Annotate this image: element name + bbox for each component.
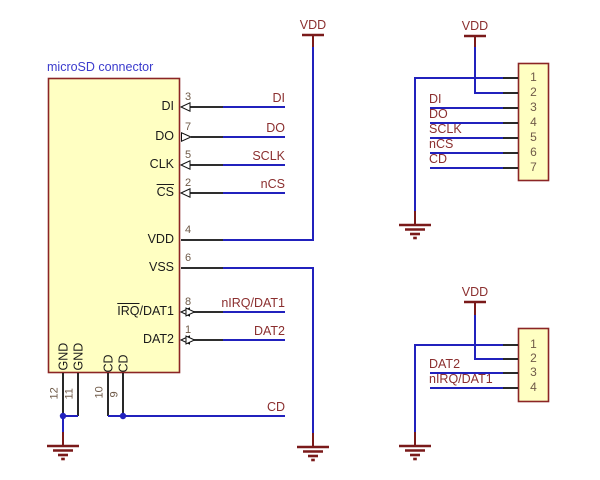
vdd-label: VDD [299, 18, 327, 32]
bidi-arrow-icon [185, 307, 196, 317]
pin-number: 5 [185, 149, 192, 161]
wire-vss-to-ground [223, 267, 314, 433]
vdd-label: VDD [461, 19, 489, 33]
pin-name-overline: CS [156, 185, 174, 199]
ground-symbol-icon [297, 433, 329, 462]
net-label-cd: CD [266, 400, 285, 414]
vdd-symbols [302, 33, 486, 315]
input-arrow-icon [179, 102, 191, 112]
input-arrow-icon [179, 188, 191, 198]
ground-symbol-icon [47, 432, 79, 461]
wire-topconn-pin1-ground [414, 77, 503, 211]
net-label-dat2: DAT2 [429, 357, 461, 371]
wire-botconn-vdd [474, 315, 503, 360]
pin-number: 7 [185, 121, 192, 133]
main-component-pins [62, 106, 223, 416]
pin-name-vdd: VDD [147, 232, 174, 246]
pin-name-do: DO [155, 129, 174, 143]
wire-gnd-join [62, 415, 78, 432]
connector-pin-number: 7 [530, 160, 537, 174]
ground-symbol-icon [399, 211, 431, 240]
pin-number: 3 [185, 91, 192, 103]
connector-pin-number: 2 [530, 351, 537, 365]
net-label-do: DO [429, 107, 448, 121]
pin-name-cs: CS [78, 185, 174, 199]
component-title: microSD connector [47, 60, 154, 74]
bottom-connector-body [517, 327, 550, 403]
output-arrow-icon [181, 132, 193, 142]
pin-name-irq-dat1: IRQ/DAT1 [117, 304, 174, 318]
microsd-component-body [47, 77, 181, 374]
net-label-sclk: SCLK [252, 149, 285, 163]
net-label-nirq-dat1: nIRQ/DAT1 [221, 296, 285, 310]
net-label-ncs: nCS [429, 137, 454, 151]
pin-number: 10 [93, 385, 106, 398]
connector-pin-number: 1 [530, 70, 537, 84]
pin-number: 12 [48, 386, 61, 399]
pin-number: 11 [63, 387, 76, 399]
pin-name-cd: CD [116, 353, 131, 372]
wires [62, 47, 503, 433]
ground-symbol-icon [399, 432, 431, 461]
pin-number: 6 [185, 252, 192, 264]
ground-symbols [47, 211, 431, 462]
bidi-arrow-icon [185, 335, 196, 345]
pin-number: 2 [185, 177, 192, 189]
net-label-dat2: DAT2 [253, 324, 285, 338]
pin-name-vss: VSS [148, 260, 174, 274]
pin-name-gnd: GND [56, 342, 71, 370]
pin-number: 4 [185, 224, 192, 236]
net-label-di: DI [272, 91, 286, 105]
wire-vdd-rail [223, 47, 314, 241]
pin-name-cd: CD [101, 353, 116, 372]
pin-number: 8 [185, 296, 192, 308]
connector-pin-number: 2 [530, 85, 537, 99]
pin-name-di: DI [161, 99, 175, 113]
wire-topconn-vdd [474, 47, 503, 94]
top-connector-body [517, 62, 550, 182]
input-arrow-icon [179, 160, 191, 170]
junction-dot [119, 412, 127, 420]
junction-dot [59, 412, 67, 420]
pin-number: 9 [108, 390, 121, 397]
connector-pin-number: 5 [530, 130, 537, 144]
connector-pin-number: 4 [530, 115, 537, 129]
pin-name-dat2: DAT2 [142, 332, 174, 346]
connector-pin-number: 3 [530, 365, 537, 379]
pin-shape-glyphs [179, 102, 196, 345]
connector-pin-number: 4 [530, 380, 537, 394]
connector-pin-number: 1 [530, 337, 537, 351]
net-label-cd: CD [429, 152, 448, 166]
connector-pins [503, 77, 518, 389]
net-label-sclk: SCLK [429, 122, 462, 136]
connector-pin-number: 6 [530, 145, 537, 159]
pin-name-clk: CLK [149, 157, 174, 171]
connector-pin-number: 3 [530, 100, 537, 114]
pin-number: 1 [185, 324, 192, 336]
wire-botconn-pin1-ground [414, 344, 503, 432]
net-label-ncs: nCS [260, 177, 285, 191]
net-label-nirq-dat1: nIRQ/DAT1 [429, 372, 493, 386]
net-label-di: DI [429, 92, 442, 106]
net-label-do: DO [266, 121, 285, 135]
vdd-label: VDD [461, 285, 489, 299]
pin-name-overline: IRQ [117, 304, 140, 318]
pin-name-gnd: GND [71, 342, 86, 370]
